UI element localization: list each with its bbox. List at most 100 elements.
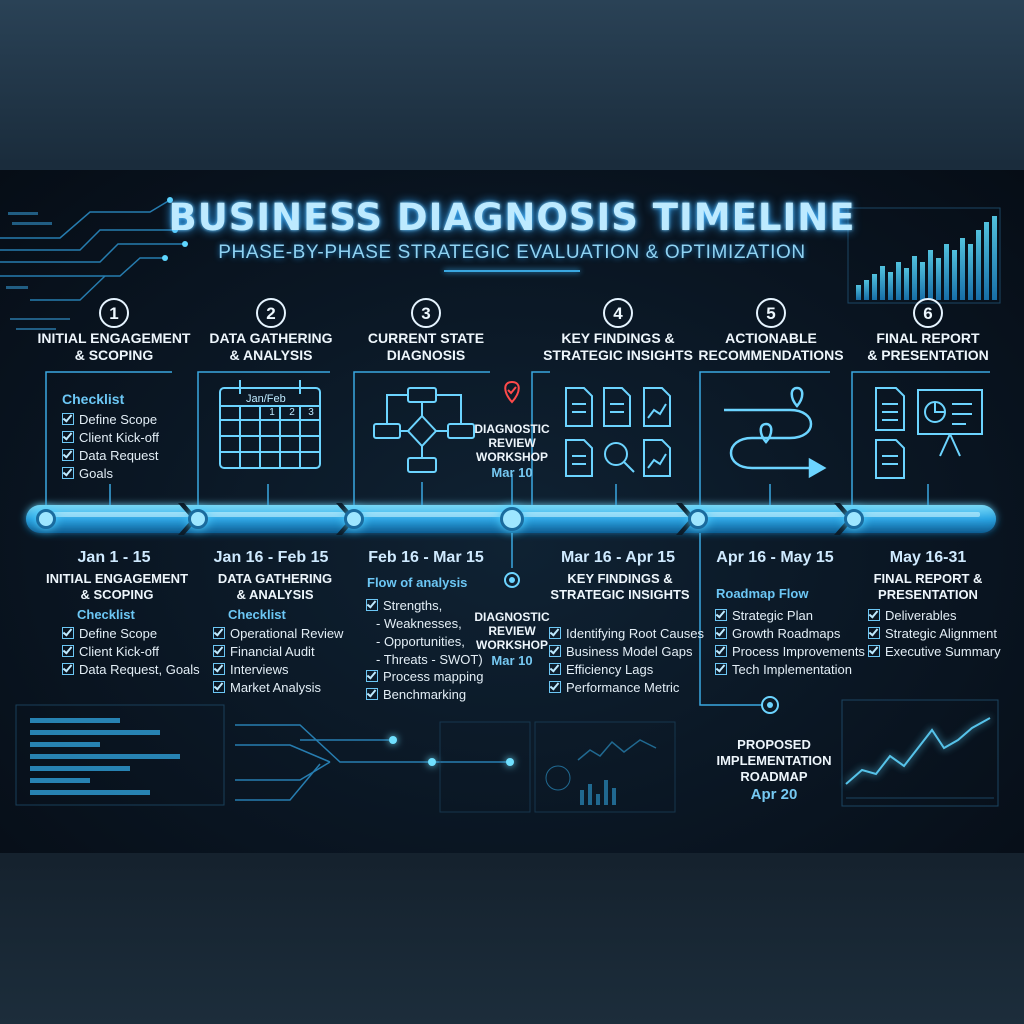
checkbox-icon [549, 645, 561, 657]
checkbox-icon [549, 681, 561, 693]
timeline-node-5 [688, 509, 708, 529]
phase-4-lower-checklist: Identifying Root Causes Business Model G… [549, 625, 704, 697]
phase-6-title: FINAL REPORT & PRESENTATION [867, 330, 989, 363]
checklist-item: Define Scope [62, 411, 159, 429]
documents-icon [565, 387, 671, 477]
checklist-item: Strategic Alignment [868, 625, 1001, 643]
data-bars-bottom-left [15, 704, 225, 806]
checklist-item: Performance Metric [549, 679, 704, 697]
checklist-item: Benchmarking [366, 686, 483, 704]
checkbox-icon [213, 663, 225, 675]
checkbox-icon [868, 627, 880, 639]
timeline-node-1 [36, 509, 56, 529]
timeline-node-6 [844, 509, 864, 529]
phase-2-title: DATA GATHERING & ANALYSIS [209, 330, 333, 363]
checklist-item: Deliverables [868, 607, 1001, 625]
checkbox-icon [715, 609, 727, 621]
checklist-item: Efficiency Lags [549, 661, 704, 679]
phase-2-lower-checklist: Operational Review Financial Audit Inter… [213, 625, 343, 697]
checkbox-icon [62, 431, 74, 443]
checklist-item: Identifying Root Causes [549, 625, 704, 643]
phase-2-lower-checklist-title: Checklist [228, 607, 286, 622]
checkbox-icon [62, 627, 74, 639]
roadmap-icon [724, 386, 827, 479]
phase-6-lower-checklist: Deliverables Strategic Alignment Executi… [868, 607, 1001, 661]
checkbox-icon [715, 627, 727, 639]
phase-3-lower-heading: Flow of analysis [367, 575, 468, 590]
checkbox-icon [366, 599, 378, 611]
phase-1-title: INITIAL ENGAGEMENT & SCOPING [37, 330, 191, 363]
checklist-item: Client Kick-off [62, 429, 159, 447]
page-subtitle: PHASE-BY-PHASE STRATEGIC EVALUATION & OP… [218, 242, 806, 263]
phase-3-swot-line-3: - Threats - SWOT) [376, 652, 483, 667]
checklist-item: Interviews [213, 661, 343, 679]
checkbox-icon [366, 670, 378, 682]
subtitle-divider [444, 270, 580, 272]
checkbox-icon [213, 627, 225, 639]
calendar-day-3: 3 [308, 407, 314, 418]
phase-3-swot-item: Strengths, [366, 597, 442, 615]
checkbox-icon [366, 688, 378, 700]
checklist-item: Client Kick-off [62, 643, 200, 661]
line-chart-bottom-right [841, 699, 999, 807]
checklist-item: Executive Summary [868, 643, 1001, 661]
calendar-day-1: 1 [269, 407, 275, 418]
roadmap-milestone-icon [761, 696, 779, 714]
phase-2-lower-title: DATA GATHERING & ANALYSIS [217, 571, 333, 602]
checkbox-icon [62, 467, 74, 479]
phase-1-lower-checklist: Define Scope Client Kick-off Data Reques… [62, 625, 200, 679]
phase-6-date: May 16-31 [889, 549, 967, 566]
phase-1-lower-title: INITIAL ENGAGEMENT & SCOPING [45, 571, 189, 602]
checkbox-icon [549, 663, 561, 675]
checkbox-icon [213, 681, 225, 693]
calendar-icon [219, 380, 321, 469]
phase-5-lower-heading: Roadmap Flow [716, 586, 809, 601]
page-title: BUSINESS DIAGNOSIS TIMELINE [168, 196, 856, 239]
checkbox-icon [62, 449, 74, 461]
checklist-item: Financial Audit [213, 643, 343, 661]
phase-5-title: ACTIONABLE RECOMMENDATIONS [698, 330, 844, 363]
circuit-lines-top-left [0, 199, 185, 301]
phase-1-lower-checklist-title: Checklist [77, 607, 135, 622]
binary-dots [6, 212, 70, 330]
checklist-item: Market Analysis [213, 679, 343, 697]
checkbox-icon [62, 645, 74, 657]
checklist-item: Data Request, Goals [62, 661, 200, 679]
checkbox-icon [62, 663, 74, 675]
timeline-node-milestone [500, 507, 524, 531]
checkbox-icon [868, 645, 880, 657]
phase-3-lower-checklist: Process mapping Benchmarking [366, 668, 483, 704]
timeline-node-2 [188, 509, 208, 529]
phase-3-number: 3 [411, 298, 441, 328]
checklist-item: Process mapping [366, 668, 483, 686]
dashboard-panels-bottom [439, 721, 676, 813]
phase-3-title: CURRENT STATE DIAGNOSIS [367, 330, 485, 363]
phase-4-date: Mar 16 - Apr 15 [560, 549, 676, 566]
phase-5-number: 5 [756, 298, 786, 328]
phase-4-title: KEY FINDINGS & STRATEGIC INSIGHTS [543, 330, 693, 363]
checklist-item: Process Improvements [715, 643, 865, 661]
checklist-item: Define Scope [62, 625, 200, 643]
calendar-day-2: 2 [289, 407, 295, 418]
checkbox-icon [213, 645, 225, 657]
phase-connectors [45, 371, 990, 706]
flowchart-icon [373, 387, 475, 473]
phase-2-date: Jan 16 - Feb 15 [213, 549, 329, 566]
calendar-label: Jan/Feb [246, 393, 286, 405]
phase-2-number: 2 [256, 298, 286, 328]
phase-1-date: Jan 1 - 15 [77, 549, 151, 566]
phase-3-swot-line-1: - Weaknesses, [376, 616, 462, 631]
phase-3-date: Feb 16 - Mar 15 [368, 549, 484, 566]
checkbox-icon [549, 627, 561, 639]
circuit-nodes-top-left [162, 197, 188, 261]
milestone-target-icon [504, 572, 520, 588]
alert-pin-icon [504, 380, 520, 404]
checkbox-icon [715, 645, 727, 657]
phase-4-number: 4 [603, 298, 633, 328]
checklist-item: Business Model Gaps [549, 643, 704, 661]
presentation-icon [875, 387, 983, 479]
checklist-item: Growth Roadmaps [715, 625, 865, 643]
